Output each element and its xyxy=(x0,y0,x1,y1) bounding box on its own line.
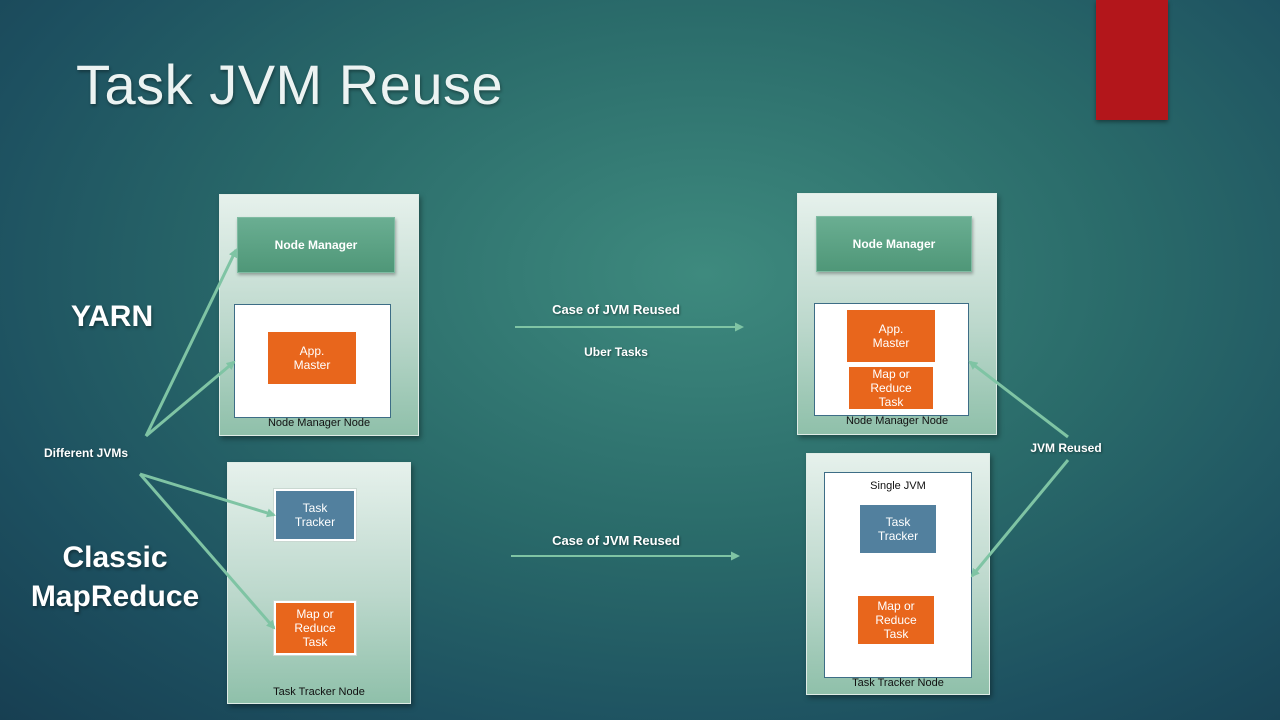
left-map-reduce-task-box: Map or Reduce Task xyxy=(274,601,356,655)
right-map-reduce-task-box: Map or Reduce Task xyxy=(849,367,933,409)
case-jvm-reused-bottom-label: Case of JVM Reused xyxy=(552,533,680,548)
jvm-reused-label: JVM Reused xyxy=(1030,441,1102,455)
left-node-manager-node-caption: Node Manager Node xyxy=(267,417,371,429)
right-task-tracker-node-caption: Task Tracker Node xyxy=(852,677,944,689)
right-task-tracker-node: Single JVM Task Tracker Map or Reduce Ta… xyxy=(806,453,990,695)
arrow-jvms-to-task-tracker xyxy=(139,472,276,518)
different-jvms-label: Different JVMs xyxy=(43,446,129,460)
arrow-reused-to-single-jvm xyxy=(970,459,1070,578)
left-app-master-box: App. Master xyxy=(268,332,356,384)
left-node-manager-box: Node Manager xyxy=(237,217,395,273)
arrow-reused-to-yarn-jvm xyxy=(968,360,1069,439)
left-task-tracker-node-caption: Task Tracker Node xyxy=(273,686,365,698)
uber-tasks-label: Uber Tasks xyxy=(584,345,648,359)
classic-mapreduce-label: Classic MapReduce xyxy=(30,541,200,613)
right-map-reduce-task-box: Map or Reduce Task xyxy=(858,596,934,644)
right-yarn-jvm-box: App. Master Map or Reduce Task xyxy=(814,303,969,416)
right-node-manager-node-caption: Node Manager Node xyxy=(845,415,949,427)
arrow-jvms-to-app-master xyxy=(145,360,236,438)
left-task-tracker-box: Task Tracker xyxy=(274,489,356,541)
accent-bar xyxy=(1096,0,1168,120)
slide-title: Task JVM Reuse xyxy=(76,53,504,116)
arrow-jvms-to-map-reduce-task xyxy=(138,473,276,630)
right-app-master-box: App. Master xyxy=(847,310,935,362)
left-task-tracker-node: Task Tracker Map or Reduce Task Task Tra… xyxy=(227,462,411,704)
right-node-manager-node: Node Manager App. Master Map or Reduce T… xyxy=(797,193,997,435)
right-task-tracker-box: Task Tracker xyxy=(860,505,936,553)
left-node-manager-node: Node Manager App. Master Node Manager No… xyxy=(219,194,419,436)
right-node-manager-box: Node Manager xyxy=(816,216,972,272)
arrow-jvms-to-node-manager xyxy=(144,248,238,437)
single-jvm-label: Single JVM xyxy=(870,480,926,492)
right-single-jvm-box: Single JVM Task Tracker Map or Reduce Ta… xyxy=(824,472,972,678)
case-jvm-reused-top-label: Case of JVM Reused xyxy=(552,302,680,317)
yarn-label: YARN xyxy=(70,300,154,333)
